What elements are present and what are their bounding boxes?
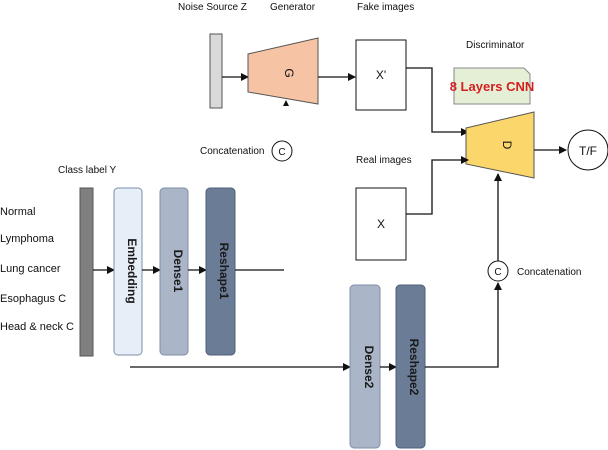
reshape2-label: Reshape2 [407, 339, 421, 396]
concatenation-label-right: Concatenation [517, 267, 582, 278]
real-images-label: Real images [356, 155, 412, 166]
class-label-bar [79, 187, 94, 357]
class-item: Lymphoma [0, 233, 55, 245]
class-label-title: Class label Y [58, 165, 117, 176]
cnn-label: 8 Layers CNN [450, 79, 535, 94]
fake-to-discriminator-arrow [406, 67, 469, 136]
dense1-block [159, 187, 189, 356]
real-image-box [355, 187, 407, 261]
class-item: Head & neck C [0, 321, 74, 333]
concatenation-node-top [271, 140, 293, 162]
class-item: Esophagus C [0, 293, 66, 305]
embedding-label: Embedding [125, 238, 139, 303]
dense1-label: Dense1 [171, 250, 185, 293]
output-label: T/F [579, 144, 597, 158]
fake-images-label: Fake images [357, 2, 414, 13]
real-to-discriminator-arrow [406, 156, 469, 215]
concatenation-symbol-right: C [494, 267, 501, 278]
generator-label: Generator [270, 2, 316, 13]
class-item: Lung cancer [0, 263, 61, 275]
output-node [567, 129, 608, 171]
reshape2-to-concat-arrow [425, 282, 502, 368]
class-item: Normal [0, 206, 35, 218]
real-image-symbol: X [377, 217, 385, 231]
discriminator-label: Discriminator [466, 40, 525, 51]
generator-block [247, 37, 319, 105]
concatenation-label-top: Concatenation [200, 146, 265, 157]
fake-image-box [355, 39, 407, 111]
noise-source-label: Noise Source Z [178, 2, 247, 13]
reshape1-block [205, 187, 236, 356]
fake-image-symbol: X' [376, 68, 386, 82]
discriminator-block [465, 111, 535, 179]
cnn-box [453, 67, 531, 105]
generator-input-arrowhead [283, 100, 289, 106]
embedding-block [113, 187, 143, 356]
concatenation-symbol-top: C [278, 147, 285, 158]
discriminator-symbol: D [500, 141, 514, 150]
noise-source-bar [209, 33, 223, 109]
dense2-label: Dense2 [362, 346, 376, 389]
generator-symbol: G [282, 68, 296, 77]
reshape1-label: Reshape1 [217, 243, 231, 300]
